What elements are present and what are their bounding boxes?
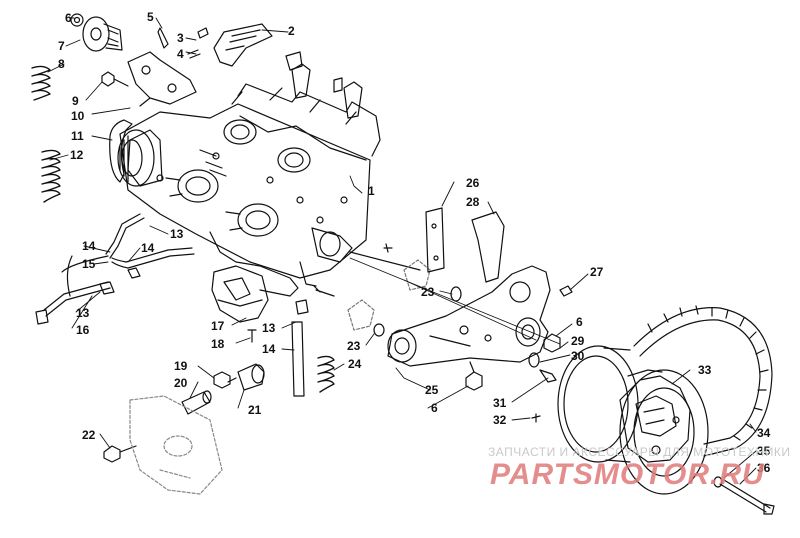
callout-34: 34 bbox=[757, 426, 771, 440]
callout-14-left: 14 bbox=[82, 239, 96, 253]
callout-12: 12 bbox=[70, 148, 84, 162]
bolt-small-b bbox=[313, 285, 335, 297]
callout-13-tube: 13 bbox=[262, 321, 276, 335]
drive-plate-25 bbox=[387, 265, 551, 367]
tube-13 bbox=[291, 321, 305, 397]
callout-16: 16 bbox=[76, 323, 90, 337]
pulley-disc-7 bbox=[82, 16, 123, 52]
clutch-sheave-29 bbox=[557, 345, 639, 463]
callout-20: 20 bbox=[174, 376, 188, 390]
cover-plate-2 bbox=[213, 23, 273, 67]
clamp-14 bbox=[295, 299, 309, 315]
callout-29: 29 bbox=[571, 334, 585, 348]
hose-assembly bbox=[35, 213, 195, 325]
callout-13-left: 13 bbox=[76, 306, 90, 320]
callout-27: 27 bbox=[590, 265, 604, 279]
spring-24 bbox=[317, 355, 335, 393]
bolt-32 bbox=[531, 413, 541, 423]
callout-15: 15 bbox=[82, 257, 96, 271]
callout-6-plate: 6 bbox=[431, 401, 438, 415]
clutch-assembly-33 bbox=[619, 369, 709, 495]
mount-bracket-17 bbox=[211, 265, 269, 323]
callout-13-top: 13 bbox=[170, 227, 184, 241]
watermark-caption: ЗАПЧАСТИ И АКСЕССУАРЫ ДЛЯ МОТОТЕХНИКИ bbox=[488, 445, 791, 459]
washer-23a bbox=[450, 286, 462, 302]
callout-30: 30 bbox=[571, 349, 585, 363]
recoil-cover-11 bbox=[109, 119, 133, 183]
bolt-18 bbox=[247, 329, 257, 343]
callout-26: 26 bbox=[466, 176, 480, 190]
spring-8 bbox=[31, 65, 51, 101]
callout-17: 17 bbox=[211, 319, 225, 333]
callout-19: 19 bbox=[174, 359, 188, 373]
washer-35 bbox=[713, 476, 723, 488]
spring-12 bbox=[41, 149, 61, 203]
leader-lines bbox=[349, 257, 561, 345]
engine-block-1 bbox=[117, 51, 421, 297]
callout-leaders bbox=[47, 17, 757, 485]
bolt-36 bbox=[719, 479, 775, 515]
drive-belt-34 bbox=[633, 305, 773, 457]
callout-6-right: 6 bbox=[576, 315, 583, 329]
callout-14-mid: 14 bbox=[141, 241, 155, 255]
watermark-brand[interactable]: PARTSMOTOR.RU bbox=[490, 458, 765, 491]
callout-4: 4 bbox=[177, 47, 184, 61]
callout-5: 5 bbox=[147, 10, 154, 24]
callout-9: 9 bbox=[72, 94, 79, 108]
callout-25: 25 bbox=[425, 383, 439, 397]
bolt-22 bbox=[103, 445, 137, 463]
callout-32: 32 bbox=[493, 413, 507, 427]
bolt-31 bbox=[539, 369, 557, 383]
callout-3: 3 bbox=[177, 31, 184, 45]
callout-23-bottom: 23 bbox=[347, 339, 361, 353]
callout-14-tube: 14 bbox=[262, 342, 276, 356]
bracket-10 bbox=[127, 51, 197, 107]
callout-8: 8 bbox=[58, 57, 65, 71]
flange-dashed bbox=[347, 259, 431, 331]
callout-7: 7 bbox=[58, 39, 65, 53]
callout-10: 10 bbox=[71, 109, 85, 123]
callout-11: 11 bbox=[71, 129, 84, 143]
callout-33: 33 bbox=[698, 363, 712, 377]
washer-23b bbox=[373, 323, 385, 337]
callout-31: 31 bbox=[493, 396, 507, 410]
clip-5 bbox=[157, 27, 169, 49]
callout-22: 22 bbox=[82, 428, 96, 442]
bolt-27 bbox=[559, 285, 573, 297]
spacer-20 bbox=[181, 390, 212, 415]
mount-21 bbox=[227, 363, 265, 391]
spacer-washer-6 bbox=[70, 13, 84, 27]
callout-18: 18 bbox=[211, 337, 225, 351]
callout-2: 2 bbox=[288, 24, 295, 38]
nut-6-plate bbox=[465, 361, 483, 391]
bolt-9 bbox=[101, 71, 129, 87]
mount-plate bbox=[129, 395, 223, 495]
callout-35: 35 bbox=[757, 444, 771, 458]
callout-6-top: 6 bbox=[65, 11, 72, 25]
bracket-28 bbox=[471, 211, 505, 283]
screw-4 bbox=[187, 49, 201, 59]
spacer-30 bbox=[528, 352, 540, 368]
callout-24: 24 bbox=[348, 357, 362, 371]
callout-23-top: 23 bbox=[421, 285, 435, 299]
callout-21: 21 bbox=[248, 403, 262, 417]
bolt-small-a bbox=[383, 243, 393, 253]
bracket-26 bbox=[425, 207, 445, 273]
screw-3 bbox=[197, 27, 209, 39]
callout-36: 36 bbox=[757, 461, 771, 475]
callout-28: 28 bbox=[466, 195, 480, 209]
nut-19 bbox=[213, 371, 231, 389]
callout-1: 1 bbox=[368, 184, 375, 198]
